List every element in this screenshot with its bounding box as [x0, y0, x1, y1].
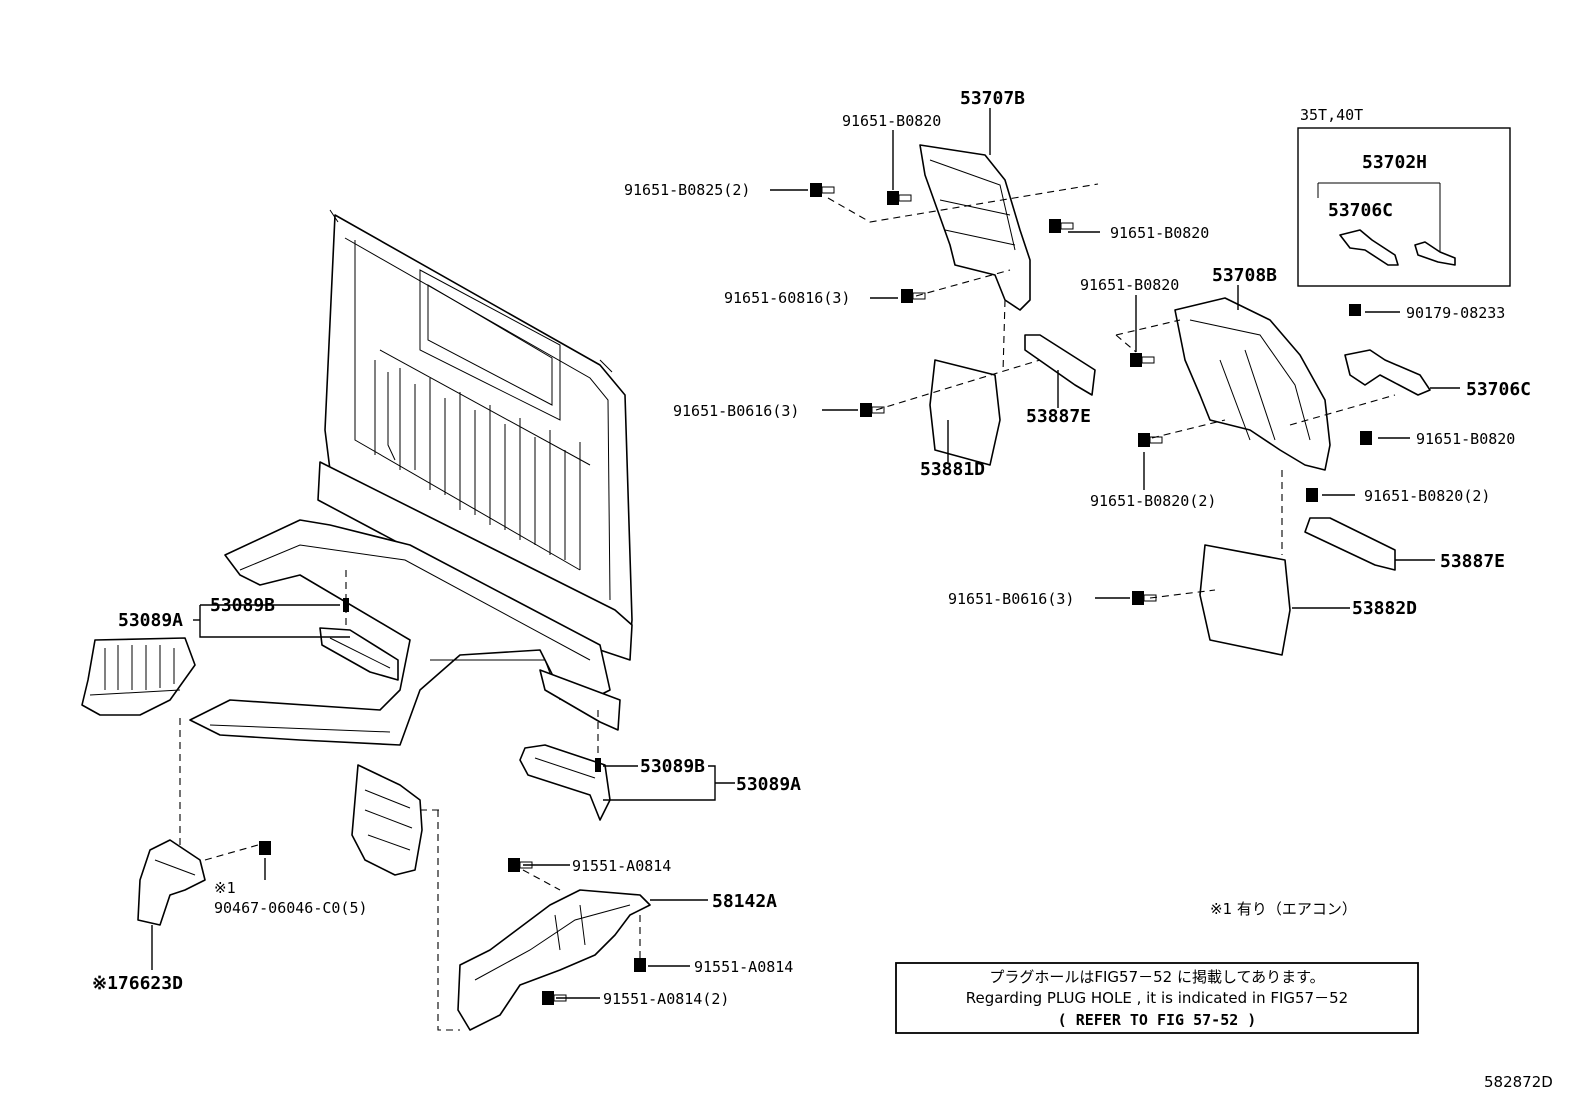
- floor-frame: [189, 519, 621, 746]
- label-53706C-inset: 53706C: [1328, 200, 1393, 221]
- label-91651-B0820-d: 91651-B0820: [1416, 430, 1515, 448]
- strip-53887E-a: [1024, 334, 1096, 396]
- part-labels: 53707B 91651-B0820 91651-B0825(2) 91651-…: [92, 88, 1531, 1008]
- plate-53881D: [929, 359, 1001, 466]
- inset-bracket-b: [1414, 241, 1456, 266]
- label-53089A-left: 53089A: [118, 610, 183, 631]
- label-53089B-lower: 53089B: [640, 756, 705, 777]
- label-53887E-b: 53887E: [1440, 551, 1505, 572]
- label-53881D: 53881D: [920, 459, 985, 480]
- label-variant: 35T,40T: [1300, 106, 1363, 124]
- bolt-icons: [259, 183, 1372, 1005]
- label-53702H: 53702H: [1362, 152, 1427, 173]
- label-91651-B0616-a: 91651-B0616(3): [673, 402, 799, 420]
- label-91651-B0820-2b: 91651-B0820(2): [1364, 487, 1490, 505]
- label-90179-08233: 90179-08233: [1406, 304, 1505, 322]
- label-mark-1: ※1: [214, 879, 236, 897]
- label-53089B-left: 53089B: [210, 595, 275, 616]
- label-91651-60816: 91651-60816(3): [724, 289, 850, 307]
- bracket-176623D: [137, 839, 206, 926]
- note-line-en: Regarding PLUG HOLE , it is indicated in…: [966, 989, 1348, 1007]
- plug-hole-note: プラグホールはFIG57－52 に掲載してあります。 Regarding PLU…: [895, 962, 1419, 1034]
- label-91551-A0814-2: 91551-A0814(2): [603, 990, 729, 1008]
- label-91651-B0616-b: 91651-B0616(3): [948, 590, 1074, 608]
- variant-inset-box: [1297, 127, 1511, 287]
- label-53708B: 53708B: [1212, 265, 1277, 286]
- note-line-jp: プラグホールはFIG57－52 に掲載してあります。: [989, 968, 1324, 986]
- label-53089A-lower: 53089A: [736, 774, 801, 795]
- bracket-53706C: [1344, 349, 1431, 396]
- label-91651-B0820-a: 91651-B0820: [842, 112, 941, 130]
- bracket-58142A: [457, 889, 651, 1031]
- shield-53707B: [919, 144, 1031, 311]
- label-176623D: ※176623D: [92, 973, 183, 994]
- leader-lines: [151, 108, 1460, 999]
- label-53882D: 53882D: [1352, 598, 1417, 619]
- label-53707B: 53707B: [960, 88, 1025, 109]
- diagram-reference-code: 582872D: [1484, 1073, 1553, 1091]
- label-91651-B0825: 91651-B0825(2): [624, 181, 750, 199]
- label-91551-A0814-b: 91551-A0814: [694, 958, 793, 976]
- label-91651-B0820-c: 91651-B0820: [1080, 276, 1179, 294]
- aircon-footnote: ※1 有り（エアコン）: [1210, 900, 1357, 918]
- left-side-bracket: [81, 627, 399, 716]
- rear-body-panel: [317, 209, 633, 661]
- label-90467-06046: 90467-06046-C0(5): [214, 899, 368, 917]
- label-91651-B0820-b: 91651-B0820: [1110, 224, 1209, 242]
- inset-bracket-a: [1339, 229, 1399, 266]
- dashed-guides: [179, 183, 1396, 1031]
- label-91651-B0820-2a: 91651-B0820(2): [1090, 492, 1216, 510]
- lower-bracket-53089A: [519, 744, 611, 821]
- label-53887E-a: 53887E: [1026, 406, 1091, 427]
- note-line-ref: ( REFER TO FIG 57-52 ): [1058, 1011, 1257, 1029]
- label-53706C: 53706C: [1466, 379, 1531, 400]
- plate-53882D: [1199, 544, 1291, 656]
- strip-53887E-b: [1304, 517, 1396, 571]
- shield-53708B: [1174, 297, 1331, 471]
- label-58142A: 58142A: [712, 891, 777, 912]
- label-91551-A0814-a: 91551-A0814: [572, 857, 671, 875]
- center-reinforcement: [351, 764, 423, 876]
